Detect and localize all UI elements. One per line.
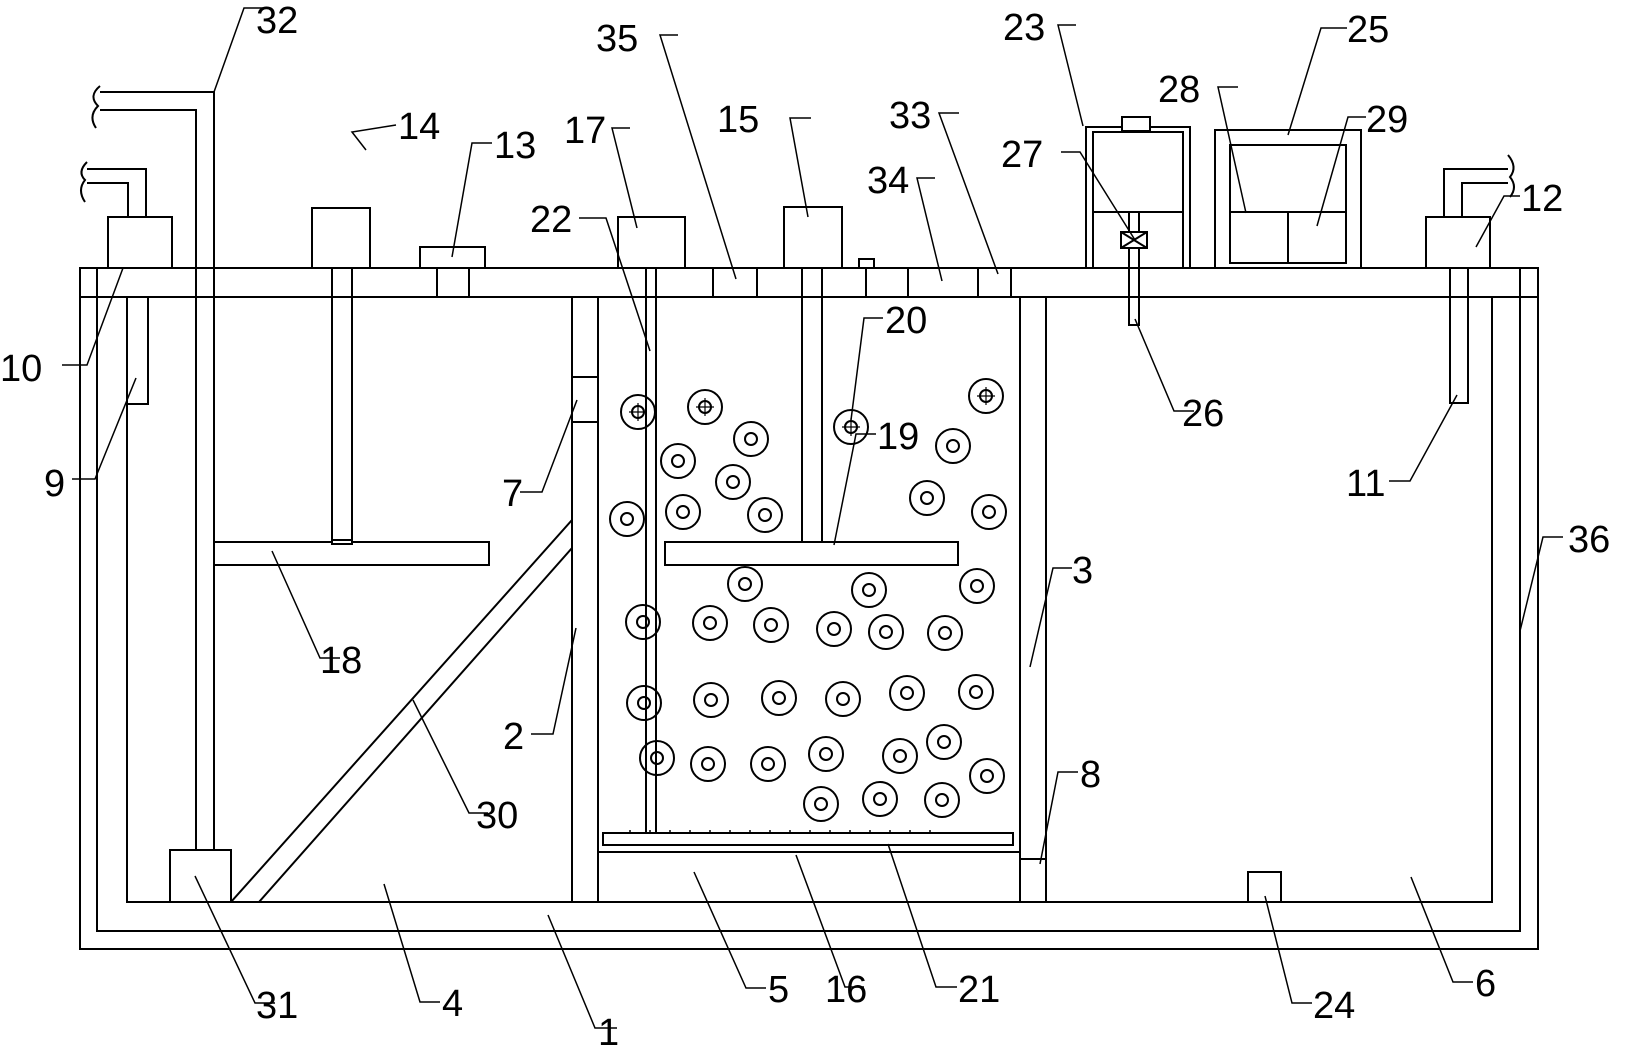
- inlet-pipe-9: [126, 296, 149, 405]
- label-24: 24: [1313, 985, 1355, 1027]
- inlet-box-10: [107, 216, 173, 269]
- outlet-box-12: [1425, 216, 1491, 269]
- label-15: 15: [717, 99, 759, 141]
- outlet-pipe-11: [1449, 267, 1469, 404]
- device-17: [617, 216, 686, 269]
- label-27: 27: [1001, 134, 1043, 176]
- overflow-opening-7: [571, 376, 599, 423]
- label-36: 36: [1568, 519, 1610, 561]
- label-6: 6: [1475, 963, 1496, 1005]
- drain-24: [1247, 871, 1282, 903]
- label-7: 7: [502, 473, 523, 515]
- label-31: 31: [256, 985, 298, 1027]
- label-23: 23: [1003, 7, 1045, 49]
- diffuser-holes: [629, 830, 931, 833]
- label-13: 13: [494, 125, 536, 167]
- tank-body-outline: [96, 268, 1521, 932]
- label-4: 4: [442, 983, 463, 1025]
- bottom-opening-8: [1019, 858, 1047, 903]
- label-16: 16: [825, 969, 867, 1011]
- label-5: 5: [768, 969, 789, 1011]
- device-14: [311, 207, 371, 269]
- label-12: 12: [1521, 178, 1563, 220]
- label-19: 19: [877, 416, 919, 458]
- sludge-ramp-30: [228, 517, 573, 903]
- stirrer-18: [213, 541, 490, 566]
- label-2: 2: [503, 716, 524, 758]
- cover-segment-34: [907, 267, 979, 298]
- label-11: 11: [1346, 463, 1385, 505]
- label-29: 29: [1366, 99, 1408, 141]
- label-18: 18: [320, 640, 362, 682]
- label-28: 28: [1158, 69, 1200, 111]
- unit-29: [1287, 211, 1347, 264]
- stirrer-19: [664, 541, 959, 566]
- partition-2: [571, 296, 599, 903]
- cover-segment-33: [977, 267, 1012, 298]
- label-22: 22: [530, 199, 572, 241]
- label-30: 30: [476, 795, 518, 837]
- label-17: 17: [564, 110, 606, 152]
- carrier-balls: [609, 378, 1007, 822]
- device-15: [783, 206, 843, 269]
- label-1: 1: [598, 1012, 619, 1054]
- sludge-pump-31: [169, 849, 232, 903]
- partition-3: [1019, 296, 1047, 860]
- label-9: 9: [44, 463, 65, 505]
- label-35: 35: [596, 18, 638, 60]
- air-pipe-22: [645, 267, 657, 834]
- label-3: 3: [1072, 550, 1093, 592]
- label-33: 33: [889, 95, 931, 137]
- cover-segment-35: [712, 267, 758, 298]
- label-34: 34: [867, 160, 909, 202]
- label-25: 25: [1347, 9, 1389, 51]
- label-21: 21: [958, 969, 1000, 1011]
- label-32: 32: [256, 0, 298, 42]
- label-26: 26: [1182, 393, 1224, 435]
- outer-casing: [79, 267, 1539, 950]
- label-8: 8: [1080, 754, 1101, 796]
- dosing-pipe-26: [1128, 247, 1140, 326]
- label-20: 20: [885, 300, 927, 342]
- diffuser-21: [602, 832, 1014, 846]
- label-10: 10: [0, 348, 42, 390]
- leader-lines: [62, 7, 1563, 1029]
- label-14: 14: [398, 106, 440, 148]
